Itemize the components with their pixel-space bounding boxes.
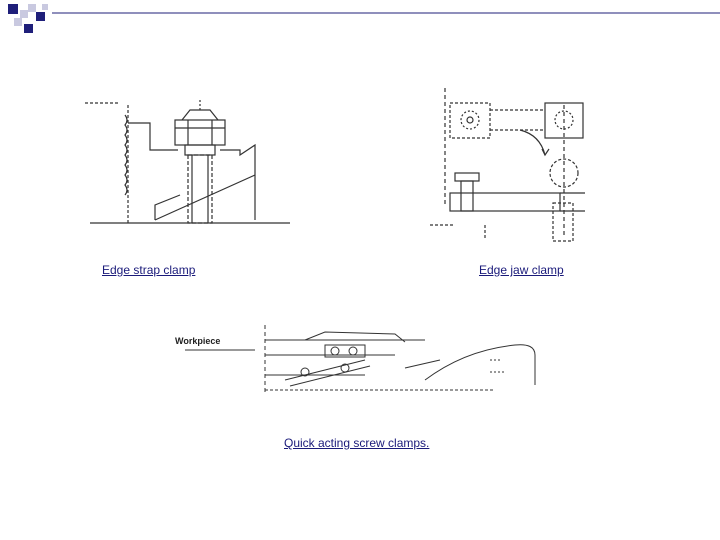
deco-square bbox=[20, 10, 28, 18]
quick-acting-screw-clamps-drawing: Workpiece bbox=[175, 325, 536, 392]
edge-strap-clamp-drawing bbox=[85, 100, 290, 224]
quick-acting-screw-clamps-caption[interactable]: Quick acting screw clamps. bbox=[284, 436, 430, 450]
deco-square bbox=[42, 4, 48, 10]
edge-jaw-clamp-drawing bbox=[430, 88, 585, 242]
deco-square bbox=[8, 4, 18, 14]
edge-strap-clamp-caption[interactable]: Edge strap clamp bbox=[102, 263, 196, 277]
deco-square bbox=[36, 12, 45, 21]
edge-jaw-clamp-caption[interactable]: Edge jaw clamp bbox=[479, 263, 564, 277]
deco-square bbox=[14, 18, 22, 26]
deco-square bbox=[24, 24, 33, 33]
slide-corner-decoration bbox=[8, 4, 720, 33]
deco-square bbox=[28, 4, 36, 12]
workpiece-label: Workpiece bbox=[175, 336, 220, 346]
